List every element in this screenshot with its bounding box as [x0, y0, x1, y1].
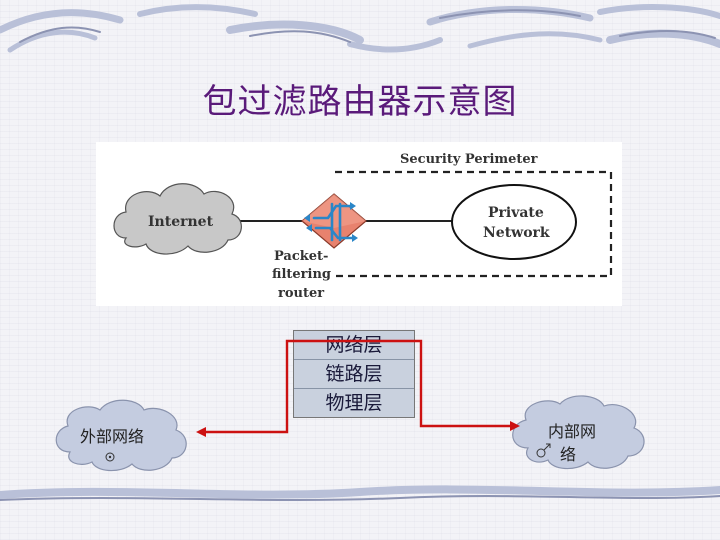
router-label-line1: Packet- [274, 249, 328, 264]
security-perimeter-boundary [335, 170, 613, 278]
physical-layer: 物理层 [325, 392, 383, 414]
network-layer: 网络层 [294, 331, 414, 360]
security-perimeter-label: Security Perimeter [400, 152, 538, 167]
router-label-line3: router [278, 286, 324, 301]
internal-network-marker-icon [536, 443, 551, 458]
packet-path-line [200, 339, 516, 434]
bottom-decoration [0, 485, 720, 501]
external-network-label: 外部网络 [80, 427, 145, 446]
internal-network-label-line1: 内部网 [548, 422, 597, 441]
external-network-cloud [55, 399, 187, 472]
packet-path-arrow-right [510, 421, 520, 431]
protocol-layer-stack: 网络层 链路层 物理层 [293, 330, 415, 418]
packet-filter-diagram: Security Perimeter Internet Private Netw… [96, 142, 622, 306]
router-label-line2: filtering [272, 267, 331, 282]
page-title: 包过滤路由器示意图 [202, 82, 518, 122]
packet-filtering-router: Packet- filtering router [272, 193, 367, 301]
router-arrows-icon [312, 202, 354, 242]
private-network-label-line2: Network [483, 225, 550, 241]
private-network-node: Private Network [451, 184, 577, 260]
private-network-label-line1: Private [488, 205, 544, 221]
internet-label: Internet [148, 214, 214, 230]
internal-network-cloud [512, 395, 645, 470]
external-network-marker-icon [105, 452, 115, 462]
top-decoration [0, 4, 720, 53]
link-layer: 链路层 [294, 360, 414, 389]
internet-cloud: Internet [113, 183, 242, 255]
internal-network-label-line2: 络 [560, 445, 577, 464]
packet-path-arrow-left [196, 427, 206, 437]
